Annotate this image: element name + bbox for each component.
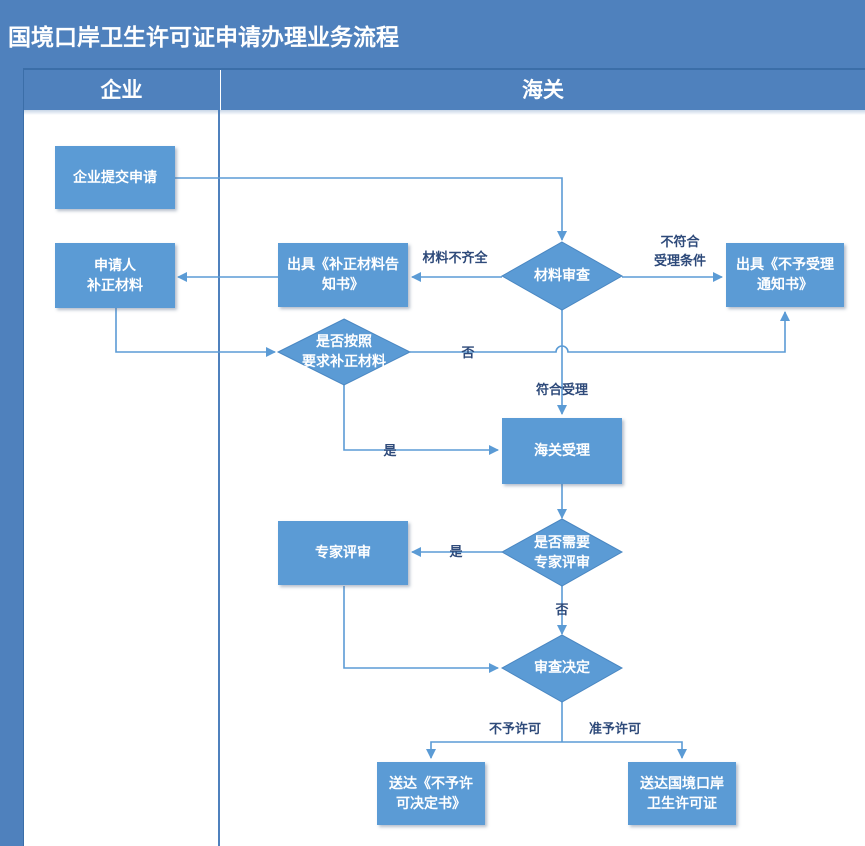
diamond-review-label: 材料审查 — [534, 268, 590, 284]
edge-label-deny: 不予许可 — [488, 722, 541, 737]
edge-supplement-to-check — [115, 308, 276, 357]
diamond-decision — [500, 634, 624, 703]
node-supplement: 申请人 补正材料 — [55, 243, 175, 308]
diamond-review — [500, 241, 624, 311]
diamond-decision-label: 审查决定 — [534, 660, 590, 676]
title-bar: 国境口岸卫生许可证申请办理业务流程 — [0, 0, 865, 70]
edge-decision-to-grant — [562, 741, 687, 759]
edge-check-no-to-reject — [410, 311, 790, 353]
lane-header-customs: 海关 — [221, 70, 865, 110]
left-rail — [0, 68, 24, 846]
edge-submit-to-review — [175, 177, 567, 241]
diamond-check-supplement — [276, 318, 412, 386]
node-expert: 专家评审 — [278, 521, 408, 585]
node-deny-letter: 送达《不予许 可决定书》 — [377, 762, 485, 825]
node-grant: 送达国境口岸 卫生许可证 — [628, 762, 736, 825]
edge-decision-to-deny — [426, 741, 562, 759]
edge-label-not-eligible: 不符合 受理条件 — [653, 235, 706, 269]
diamond-need-expert-label: 是否需要 专家评审 — [534, 535, 590, 571]
node-submit: 企业提交申请 — [55, 146, 175, 209]
edge-label-incomplete: 材料不齐全 — [422, 251, 488, 266]
edge-label-no-expert: 否 — [555, 603, 569, 618]
page-title: 国境口岸卫生许可证申请办理业务流程 — [8, 25, 399, 51]
edge-label-no-supplement: 否 — [461, 346, 475, 361]
diamond-check-supplement-label: 是否按照 要求补正材料 — [302, 334, 386, 370]
edge-label-eligible: 符合受理 — [535, 383, 588, 398]
edge-label-yes-expert: 是 — [449, 545, 463, 560]
node-notice-reject: 出具《不予受理 通知书》 — [726, 243, 844, 307]
diamond-need-expert — [500, 518, 624, 587]
edge-label-yes-supplement: 是 — [383, 444, 397, 459]
lane-divider — [218, 70, 220, 846]
node-notice-supplement: 出具《补正材料告 知书》 — [278, 243, 408, 307]
edge-check-yes-to-accept — [343, 385, 499, 455]
edge-expert-to-decision — [343, 586, 499, 673]
node-accept: 海关受理 — [502, 418, 622, 484]
lane-header-enterprise: 企业 — [24, 70, 219, 110]
lane-header-shadow — [24, 110, 865, 115]
edge-label-approve: 准予许可 — [588, 722, 641, 737]
